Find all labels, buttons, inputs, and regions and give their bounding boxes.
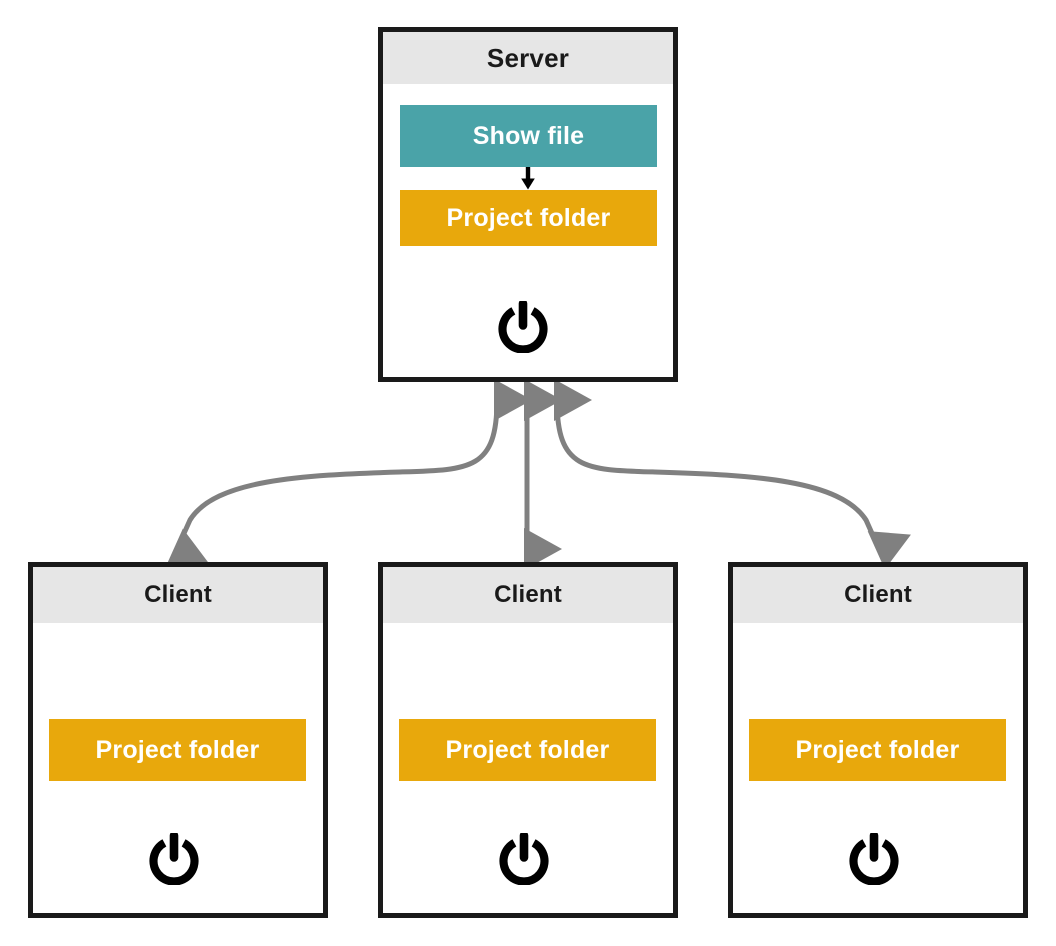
client-node-1[interactable]: Client Project folder bbox=[378, 562, 678, 918]
client-project-folder-bar-1[interactable]: Project folder bbox=[399, 719, 656, 781]
client-header-1: Client bbox=[383, 567, 673, 623]
power-icon[interactable] bbox=[497, 301, 549, 353]
server-header: Server bbox=[383, 32, 673, 84]
client-project-folder-bar-2[interactable]: Project folder bbox=[749, 719, 1006, 781]
power-icon[interactable] bbox=[498, 833, 550, 885]
client-project-folder-label-0: Project folder bbox=[95, 735, 260, 764]
power-icon[interactable] bbox=[148, 833, 200, 885]
server-title: Server bbox=[486, 43, 570, 73]
client-project-folder-label-2: Project folder bbox=[795, 735, 960, 764]
client-project-folder-label-1: Project folder bbox=[445, 735, 610, 764]
server-node[interactable]: Server Show file Project folder bbox=[378, 27, 678, 382]
server-show-file-bar[interactable]: Show file bbox=[400, 105, 657, 167]
client-title-1: Client bbox=[494, 581, 562, 608]
client-header-2: Client bbox=[733, 567, 1023, 623]
client-header-0: Client bbox=[33, 567, 323, 623]
power-icon[interactable] bbox=[848, 833, 900, 885]
client-project-folder-bar-0[interactable]: Project folder bbox=[49, 719, 306, 781]
arrow-down-icon bbox=[521, 167, 535, 190]
link-server-client-2 bbox=[553, 379, 911, 570]
link-server-client-0 bbox=[165, 378, 532, 567]
server-project-folder-label: Project folder bbox=[446, 203, 611, 232]
client-title-2: Client bbox=[844, 581, 912, 608]
client-title-0: Client bbox=[144, 581, 212, 608]
client-node-0[interactable]: Client Project folder bbox=[28, 562, 328, 918]
server-project-folder-bar[interactable]: Project folder bbox=[400, 190, 657, 246]
server-show-file-label: Show file bbox=[472, 121, 585, 150]
client-node-2[interactable]: Client Project folder bbox=[728, 562, 1028, 918]
